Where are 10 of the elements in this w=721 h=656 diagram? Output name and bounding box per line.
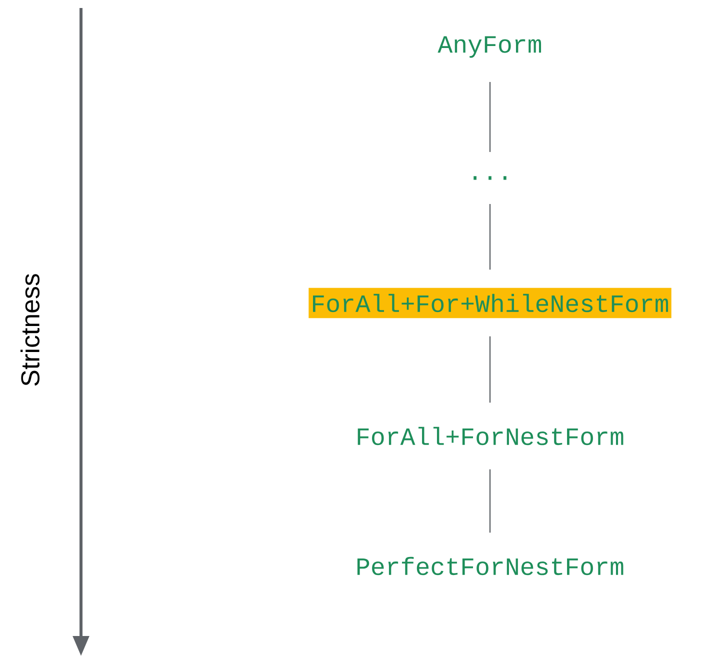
- form-label: AnyForm: [438, 36, 542, 58]
- form-label: PerfectForNestForm: [357, 556, 624, 576]
- form-label: ...: [474, 176, 506, 180]
- highlighted-form-label: ForAll+For+WhileNestForm: [308, 288, 672, 318]
- form-label: ForAll+ForNestForm: [358, 426, 624, 446]
- connector-line: [489, 336, 491, 403]
- connector-line: [489, 469, 491, 533]
- connector-line: [489, 82, 491, 152]
- axis-label: Strictness: [20, 274, 40, 386]
- connector-line: [489, 204, 491, 270]
